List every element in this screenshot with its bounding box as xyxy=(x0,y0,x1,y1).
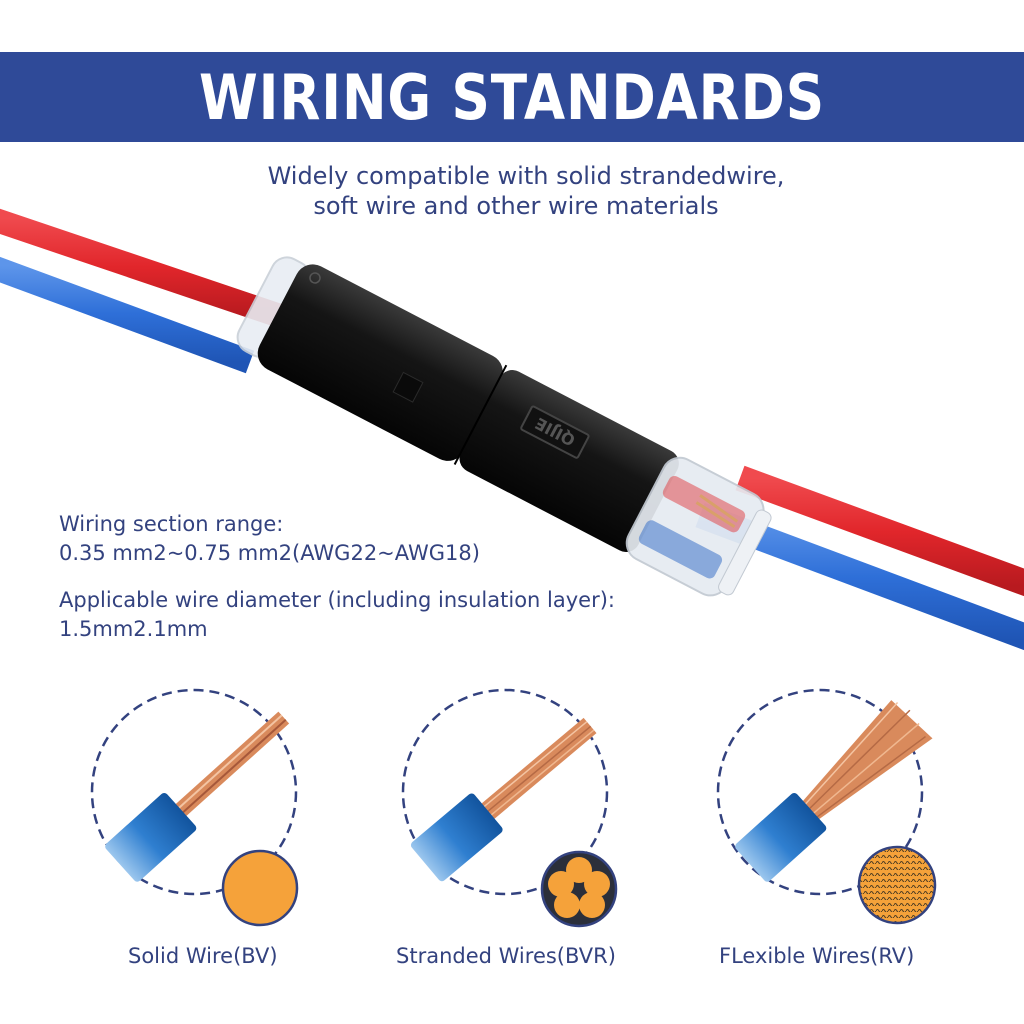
wire-type-label-flexible: FLexible Wires(RV) xyxy=(719,944,915,968)
page-title: WIRING STANDARDS xyxy=(198,60,826,134)
blue-wire-left xyxy=(0,256,255,374)
subtitle-line-1: Widely compatible with solid strandedwir… xyxy=(267,162,785,190)
solid-wire-icon xyxy=(90,688,299,927)
connector: QIJIE xyxy=(236,256,772,597)
stranded-wire-icon xyxy=(401,688,618,928)
header-banner: WIRING STANDARDS xyxy=(0,52,1024,142)
section-range-label: Wiring section range: xyxy=(59,512,284,536)
wire-type-label-stranded: Stranded Wires(BVR) xyxy=(396,944,616,968)
wire-type-label-solid: Solid Wire(BV) xyxy=(128,944,278,968)
section-range: Wiring section range: 0.35 mm2~0.75 mm2(… xyxy=(59,510,480,568)
section-range-value: 0.35 mm2~0.75 mm2(AWG22~AWG18) xyxy=(59,541,480,565)
subtitle-line-2: soft wire and other wire materials xyxy=(313,192,719,220)
wire-diameter: Applicable wire diameter (including insu… xyxy=(59,586,615,644)
red-wire-right xyxy=(735,465,1024,597)
red-wire-left xyxy=(0,208,284,328)
wire-diameter-label: Applicable wire diameter (including insu… xyxy=(59,588,615,612)
wire-diameter-value: 1.5mm2.1mm xyxy=(59,617,208,641)
flexible-wire-icon xyxy=(716,688,937,925)
